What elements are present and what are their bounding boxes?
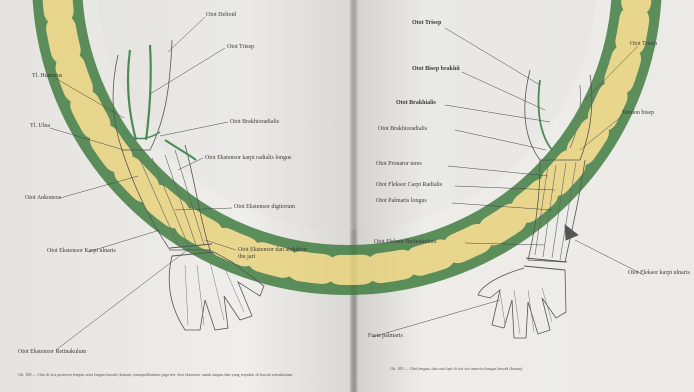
right-forearm-outline bbox=[528, 160, 585, 262]
label-fleksor-karpi-ulnaris: Otot Fleksor karpi ulnaris bbox=[628, 270, 690, 277]
label-trisep-right: Otot Trisep bbox=[412, 20, 441, 27]
right-figure-caption: Gb. 109 — Otot lengan, dan otot lapi di … bbox=[390, 366, 680, 371]
label-ekstensor-digitorum: Otot Ekstensor digitorum bbox=[234, 204, 295, 211]
label-ekstensor-abduktor: Otot Ekstensor dan abduktor ibu jari bbox=[238, 247, 308, 261]
label-trisep-left: Otot Trisep bbox=[227, 44, 254, 51]
label-ekstensor-ulnaris: Otot Ekstensor Karpi ulnaris bbox=[47, 248, 116, 255]
label-tendon-bisep: Tendon bisep bbox=[622, 110, 654, 117]
right-hand-outline bbox=[478, 268, 566, 338]
label-ulna: Tl. Ulna bbox=[30, 123, 50, 130]
left-figure-caption: Gb. 108 — Otot di sisi posterior lengan … bbox=[18, 372, 318, 377]
label-palmaris-longus: Otot Palmaris longus bbox=[376, 198, 427, 205]
label-pronator-teres: Otot Pronator teres bbox=[376, 161, 422, 168]
label-fasia-palmaris: Fasia palmaris bbox=[368, 333, 403, 340]
label-fleksor-retinakulum: Otot Fleksor Retinakulum bbox=[374, 239, 437, 246]
label-bisep-brakhii: Otot Bisep brakhii bbox=[412, 66, 460, 73]
label-deltoid: Otot Deltoid bbox=[206, 12, 236, 19]
label-brakhialis: Otot Brakhialis bbox=[396, 100, 436, 107]
label-brakhioradialis: Otot Brakhioradialis bbox=[378, 126, 427, 133]
label-retinakulum: Otot Ekstensor Retinakulum bbox=[18, 349, 86, 356]
label-fleksor-karpi-radialis: Otot Fleksor Carpi Radialis bbox=[376, 182, 442, 189]
label-ekstensor-karpi: Otot Ekstensor karpi radialis longus bbox=[205, 155, 291, 162]
label-ankoneus: Otot Ankoneus bbox=[25, 195, 61, 202]
label-brakioradialis: Otot Brakhioradialis bbox=[230, 119, 279, 126]
label-trisep-side: Otot Trisep bbox=[630, 41, 657, 48]
label-humerus: Tl. Humerus bbox=[32, 73, 62, 80]
right-upper-arm-outline bbox=[525, 70, 592, 160]
